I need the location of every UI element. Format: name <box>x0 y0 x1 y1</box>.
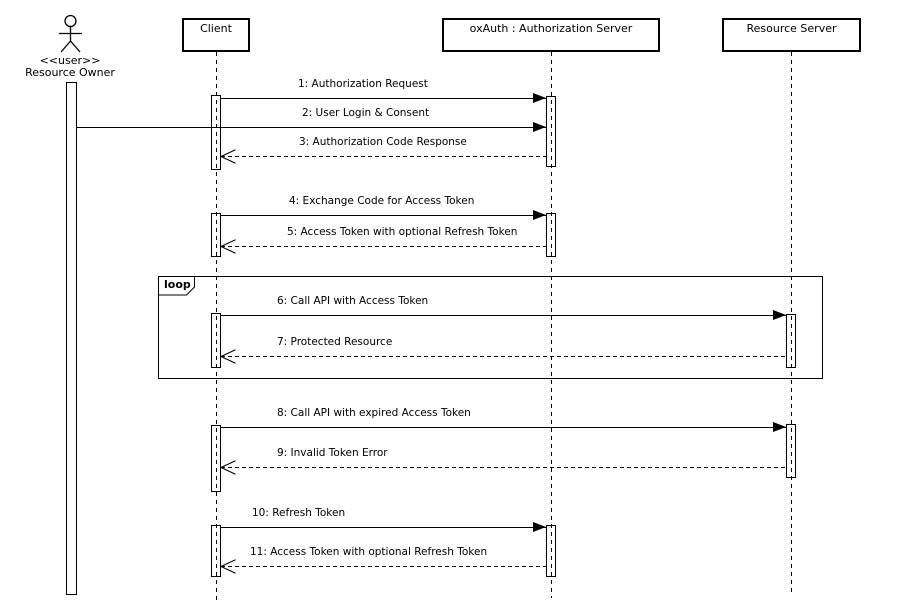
message-label: 11: Access Token with optional Refresh T… <box>250 546 488 558</box>
loop-operator-label: loop <box>164 278 191 291</box>
lifeline-head-label: Client <box>200 22 232 35</box>
message-line <box>221 467 786 468</box>
activation-oxauth-3 <box>546 525 556 577</box>
arrowhead-open-icon <box>221 148 237 164</box>
arrowhead-open-icon <box>221 558 237 574</box>
message-label: 6: Call API with Access Token <box>277 295 429 307</box>
lifeline-head-label: Resource Server <box>746 22 837 35</box>
message-line <box>221 215 546 216</box>
activation-resource-server-1 <box>786 314 796 368</box>
arrowhead-open-icon <box>221 459 237 475</box>
message-line <box>221 156 546 157</box>
actor-stereotype: <<user>> <box>39 54 101 67</box>
arrowhead-solid-icon <box>533 122 546 132</box>
message-line <box>221 246 546 247</box>
message-label: 7: Protected Resource <box>277 336 393 348</box>
lifeline-head-oxauth: oxAuth : Authorization Server <box>442 18 660 52</box>
message-line <box>221 315 786 316</box>
lifeline-oxauth <box>551 52 552 598</box>
message-label: 4: Exchange Code for Access Token <box>289 195 475 207</box>
arrowhead-open-icon <box>221 238 237 254</box>
message-line <box>221 356 786 357</box>
message-label: 9: Invalid Token Error <box>277 447 388 459</box>
loop-operator-pentagon <box>158 276 195 296</box>
message-label: 8: Call API with expired Access Token <box>277 407 471 419</box>
activation-client-1 <box>211 95 221 170</box>
message-label: 10: Refresh Token <box>252 507 346 519</box>
arrowhead-solid-icon <box>773 310 786 320</box>
lifeline-head-client: Client <box>182 18 250 52</box>
message-label: 1: Authorization Request <box>298 78 428 90</box>
message-line <box>77 127 546 128</box>
message-label: 5: Access Token with optional Refresh To… <box>287 226 518 238</box>
lifeline-resource-server <box>791 52 792 595</box>
activation-oxauth-1 <box>546 96 556 167</box>
message-line <box>221 98 546 99</box>
lifeline-head-label: oxAuth : Authorization Server <box>469 22 633 35</box>
activation-client-2 <box>211 213 221 257</box>
actor-activation-bar <box>66 82 77 595</box>
message-label: 2: User Login & Consent <box>302 107 430 119</box>
actor-name: Resource Owner <box>25 66 115 79</box>
arrowhead-solid-icon <box>533 93 546 103</box>
arrowhead-open-icon <box>221 348 237 364</box>
arrowhead-solid-icon <box>533 522 546 532</box>
activation-oxauth-2 <box>546 213 556 257</box>
lifeline-head-resource-server: Resource Server <box>722 18 861 52</box>
arrowhead-solid-icon <box>773 422 786 432</box>
message-line <box>221 527 546 528</box>
activation-client-5 <box>211 525 221 577</box>
message-line <box>221 427 786 428</box>
loop-fragment: loop <box>158 276 823 379</box>
arrowhead-solid-icon <box>533 210 546 220</box>
activation-client-4 <box>211 425 221 492</box>
message-label: 3: Authorization Code Response <box>299 136 467 148</box>
actor-icon <box>59 14 82 53</box>
lifeline-client <box>216 52 217 600</box>
message-line <box>221 566 546 567</box>
activation-resource-server-2 <box>786 424 796 478</box>
activation-client-3 <box>211 313 221 368</box>
